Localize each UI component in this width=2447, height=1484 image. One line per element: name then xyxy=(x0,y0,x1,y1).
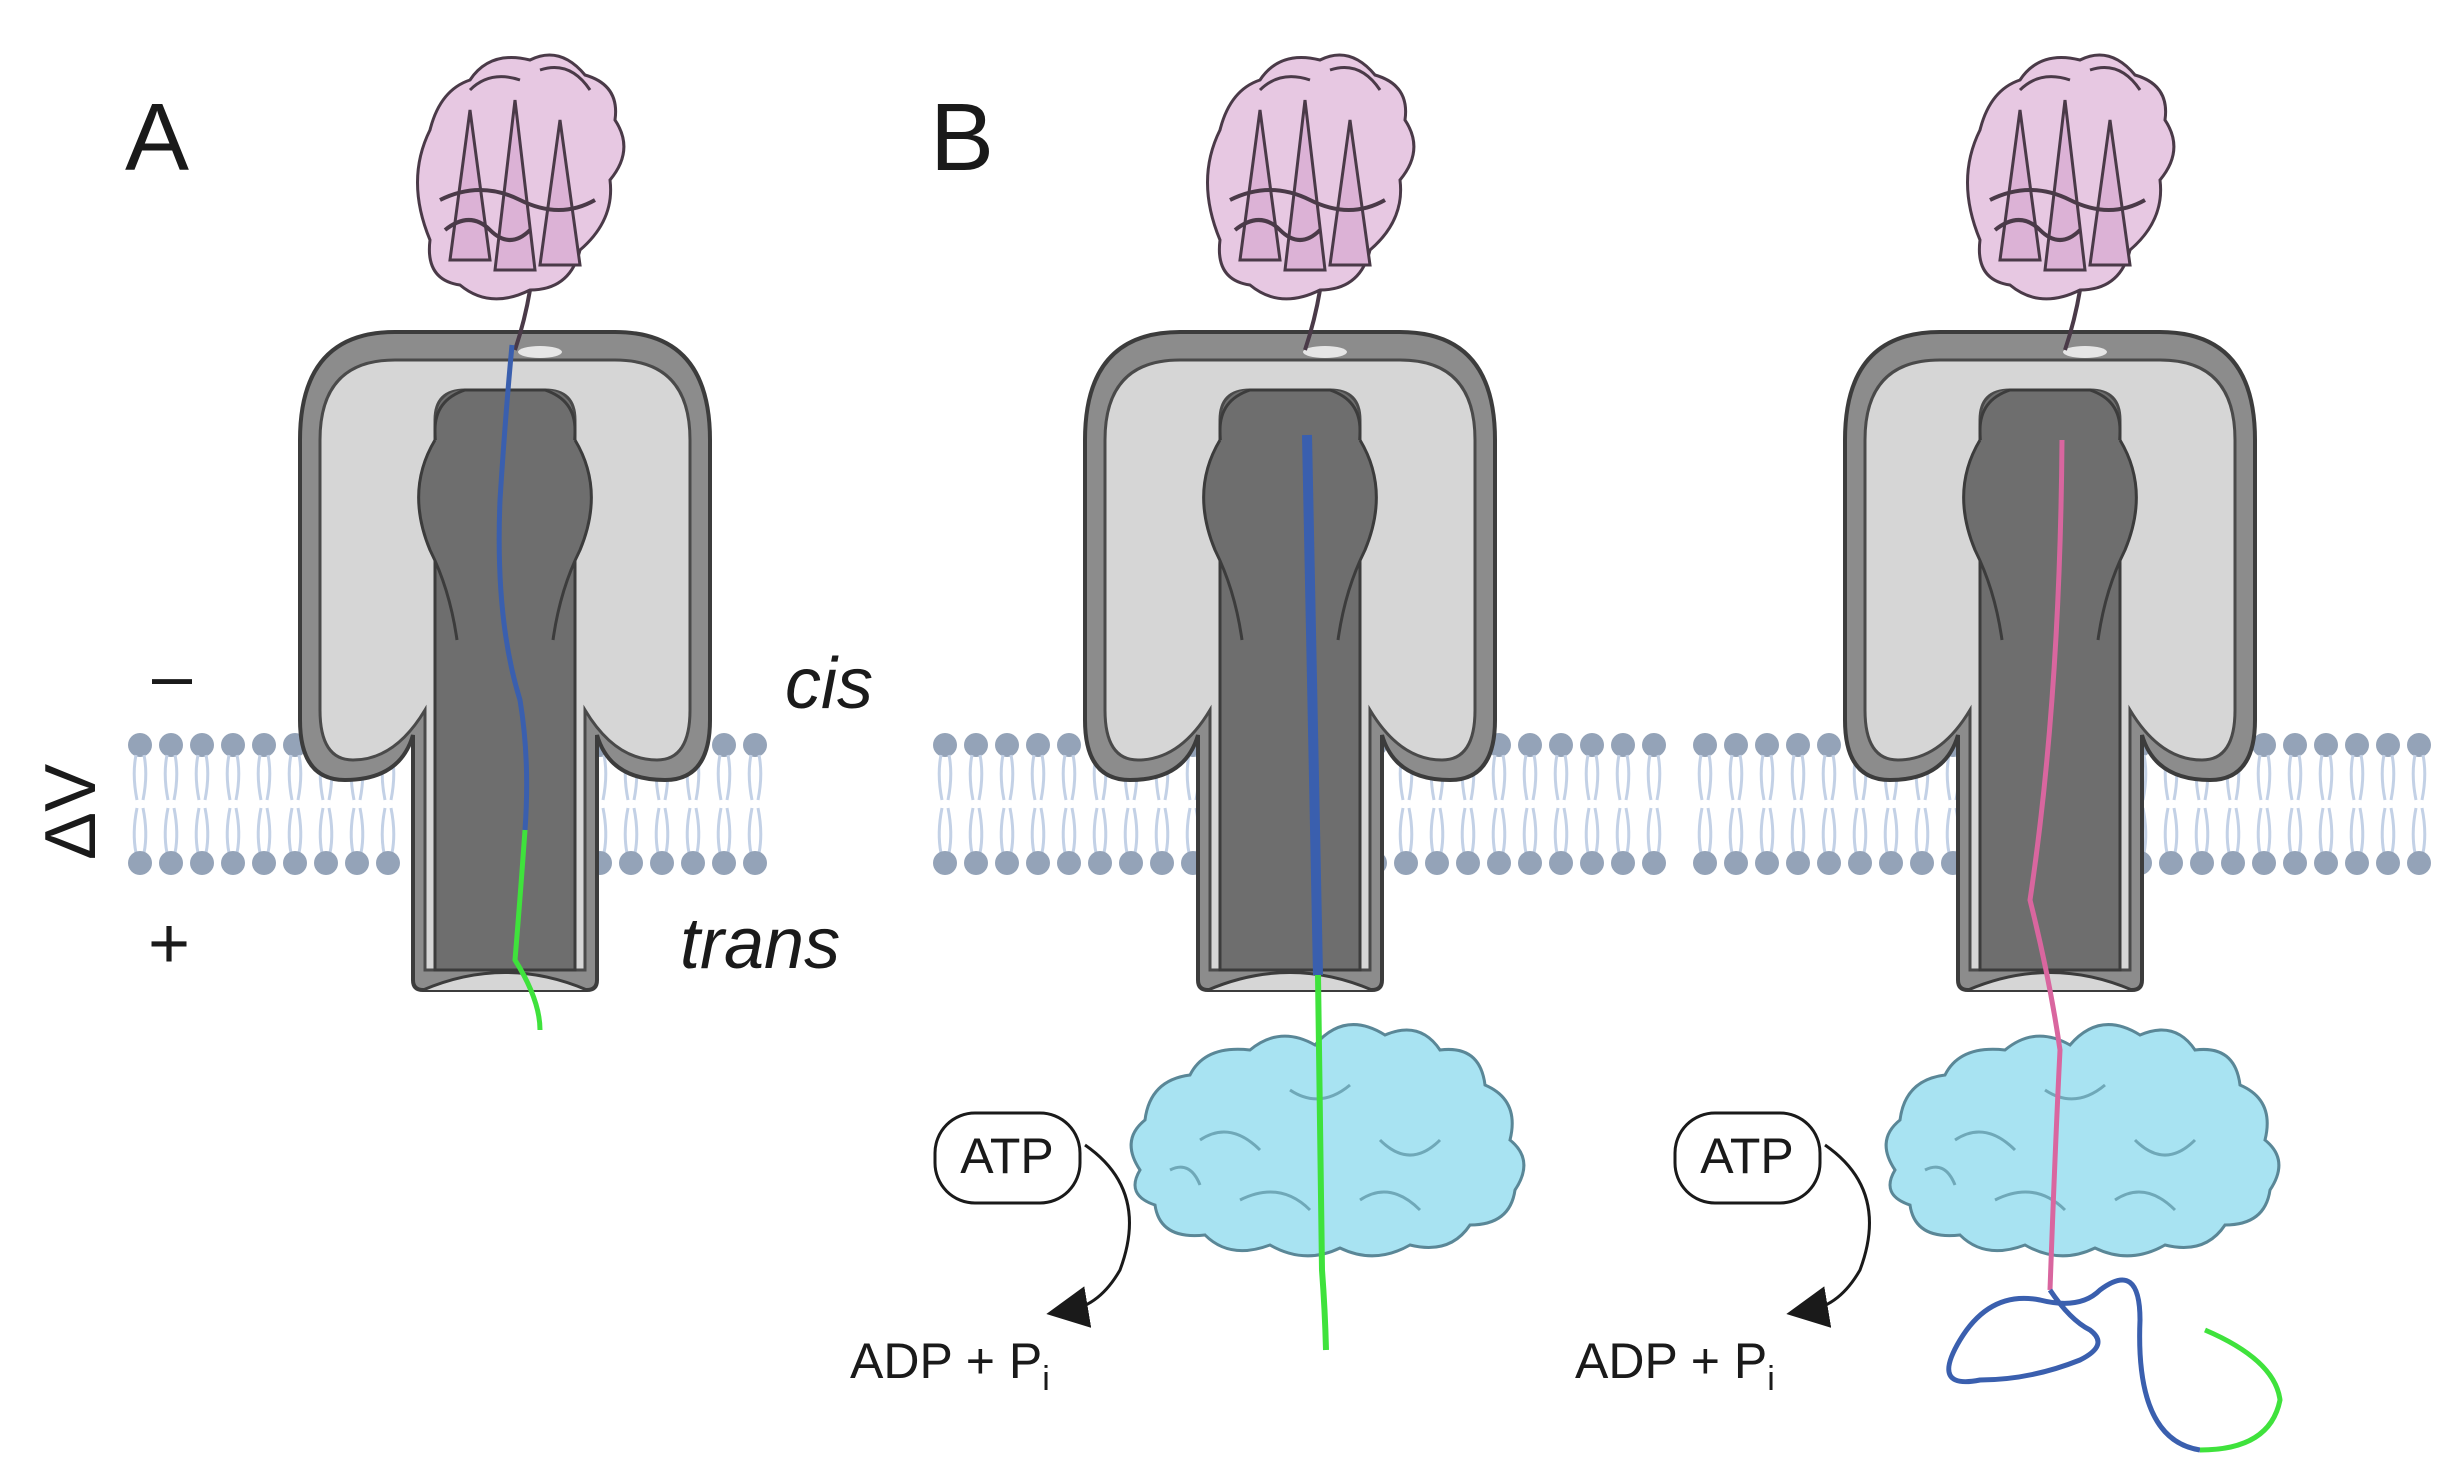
lipid-icon xyxy=(710,731,738,877)
ribbon-protein-icon xyxy=(415,53,626,352)
lipid-icon xyxy=(1753,731,1781,877)
lipid-icon xyxy=(2281,731,2309,877)
lipid-icon xyxy=(962,731,990,877)
lipid-icon xyxy=(2405,731,2433,877)
atp-cycle-right: ATP ADP + Pi xyxy=(1575,1111,1871,1398)
ribbon-protein-icon xyxy=(1205,53,1416,352)
lipid-icon xyxy=(1815,731,1843,877)
lipid-icon xyxy=(2343,731,2371,877)
lipid-icon xyxy=(250,731,278,877)
lipid-icon xyxy=(2250,731,2278,877)
panel-label-b: B xyxy=(930,84,994,191)
minus-sign: – xyxy=(152,636,193,716)
lipid-icon xyxy=(1547,731,1575,877)
atp-label: ATP xyxy=(1700,1128,1794,1184)
lipid-icon xyxy=(1640,731,1668,877)
polypeptide-blue-strand xyxy=(1946,1277,2201,1453)
lipid-icon xyxy=(1609,731,1637,877)
adp-label: ADP + Pi xyxy=(850,1333,1050,1398)
voltage-label: ΔV xyxy=(31,764,111,860)
atp-pill xyxy=(1673,1111,1822,1205)
panel-b-right xyxy=(1843,53,2283,1453)
lipid-icon xyxy=(126,731,154,877)
adp-label: ADP + Pi xyxy=(1575,1333,1775,1398)
polypeptide-green-strand xyxy=(512,829,543,1031)
lipid-icon xyxy=(157,731,185,877)
nanopore xyxy=(1843,330,2257,992)
lipid-icon xyxy=(1722,731,1750,877)
lipid-icon xyxy=(2312,731,2340,877)
motor-protein-icon xyxy=(1129,1023,1526,1258)
lipid-icon xyxy=(219,731,247,877)
arrow-icon xyxy=(1786,1143,1871,1328)
trans-label: trans xyxy=(680,904,840,984)
lipid-icon xyxy=(993,731,1021,877)
panel-label-a: A xyxy=(125,84,189,191)
atp-label: ATP xyxy=(960,1128,1054,1184)
lipid-icon xyxy=(931,731,959,877)
ribbon-protein-icon xyxy=(1965,53,2176,352)
lipid-icon xyxy=(741,731,769,877)
polypeptide-blue-strand xyxy=(496,344,530,831)
lipid-icon xyxy=(1024,731,1052,877)
panel-b-left xyxy=(1083,53,1526,1351)
atp-cycle-middle: ATP ADP + Pi xyxy=(850,1111,1131,1398)
arrow-icon xyxy=(1046,1143,1131,1328)
lipid-icon xyxy=(1055,731,1083,877)
polypeptide-green-strand xyxy=(1315,974,1329,1351)
lipid-icon xyxy=(1691,731,1719,877)
cis-label: cis xyxy=(785,644,873,724)
motor-protein-icon xyxy=(1884,1023,2281,1258)
nanopore xyxy=(1083,330,1497,992)
plus-sign: + xyxy=(148,904,190,984)
polypeptide-blue-strand xyxy=(1302,434,1323,976)
polypeptide-pink-strand xyxy=(2027,439,2065,1291)
atp-pill xyxy=(933,1111,1082,1205)
polypeptide-green-strand xyxy=(2199,1327,2283,1453)
panel-a xyxy=(298,53,712,1031)
lipid-icon xyxy=(1578,731,1606,877)
lipid-icon xyxy=(1516,731,1544,877)
lipid-icon xyxy=(2374,731,2402,877)
lipid-icon xyxy=(1784,731,1812,877)
lipid-icon xyxy=(188,731,216,877)
